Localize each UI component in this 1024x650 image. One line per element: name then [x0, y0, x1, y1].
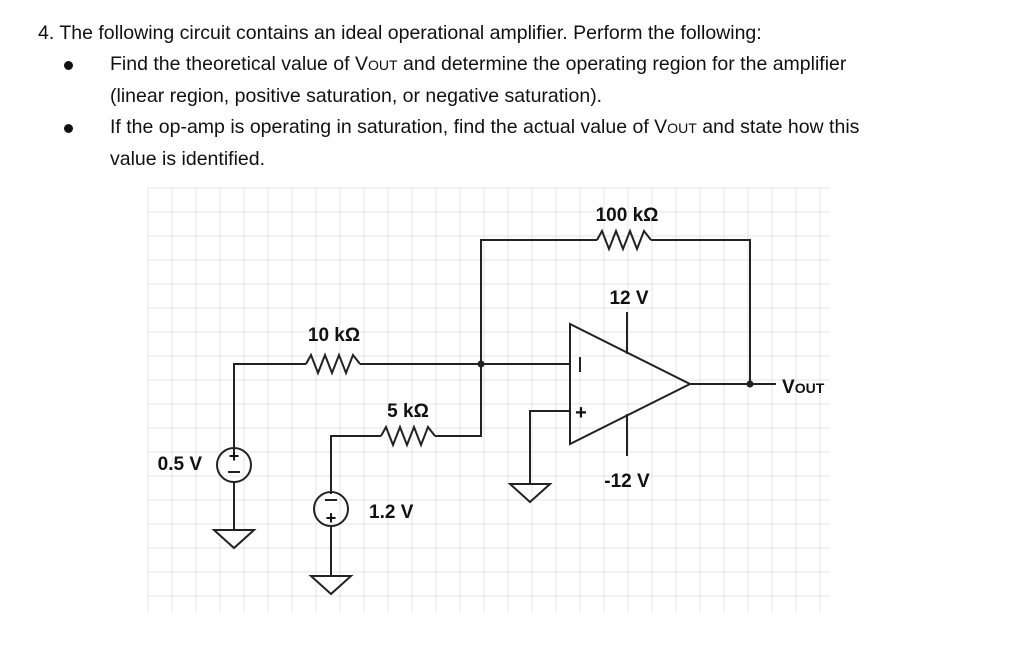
bullet-1-text-a: Find the theoretical value of V [110, 53, 368, 75]
question-text: 4. The following circuit contains an ide… [38, 18, 998, 175]
vout-label: VOUT [782, 377, 825, 398]
bullet-2-text-b: and state how this [696, 116, 860, 138]
op-amp-plus-sign: + [575, 402, 587, 424]
bullet-1-line-2: (linear region, positive saturation, or … [110, 85, 603, 107]
bias-resistor [380, 424, 436, 448]
vout-subscript: OUT [368, 57, 398, 73]
background-grid [147, 187, 830, 612]
bullet-item-1: Find the theoretical value of VOUT and d… [38, 49, 998, 112]
bullet-2-line-1: If the op-amp is operating in saturation… [110, 116, 859, 138]
question-title: 4. The following circuit contains an ide… [38, 22, 762, 44]
bias-wire-right [435, 364, 482, 437]
source-1-plus: + [229, 446, 240, 466]
question-bullets: Find the theoretical value of VOUT and d… [38, 49, 998, 175]
input-wire-left [233, 363, 306, 451]
op-amp-icon [569, 322, 693, 446]
bullet-2-line-2: value is identified. [110, 148, 266, 170]
feedback-resistor [596, 228, 652, 252]
v-pos-supply-label: 12 V [609, 288, 648, 309]
vout-subscript: OUT [795, 380, 825, 396]
feedback-wire-left [480, 239, 597, 364]
vout-main: V [782, 377, 795, 398]
v-source-2-label: 1.2 V [369, 502, 414, 523]
bullet-1-text-b: and determine the operating region for t… [397, 53, 847, 75]
v-source-1-label: 0.5 V [158, 454, 203, 475]
bullet-dot [64, 124, 73, 133]
bias-wire-left [330, 435, 381, 494]
ground-icon [507, 483, 553, 504]
noninverting-ground-wire [529, 410, 570, 484]
ground-icon [308, 575, 354, 596]
r-feedback-label: 100 kΩ [596, 205, 659, 226]
output-junction-dot [746, 380, 754, 388]
feedback-wire-right [651, 239, 751, 384]
bullet-item-2: If the op-amp is operating in saturation… [38, 112, 998, 175]
input-resistor [305, 352, 361, 376]
bullet-dot [64, 61, 73, 70]
ground-icon [211, 529, 257, 550]
vout-subscript: OUT [667, 120, 697, 136]
v-neg-supply-label: -12 V [604, 471, 650, 492]
source-2-plus: + [326, 508, 337, 528]
r-input-label: 10 kΩ [308, 325, 360, 346]
bullet-1-line-1: Find the theoretical value of VOUT and d… [110, 53, 846, 75]
r-bias-label: 5 kΩ [387, 401, 429, 422]
bullet-2-text-a: If the op-amp is operating in saturation… [110, 116, 668, 138]
